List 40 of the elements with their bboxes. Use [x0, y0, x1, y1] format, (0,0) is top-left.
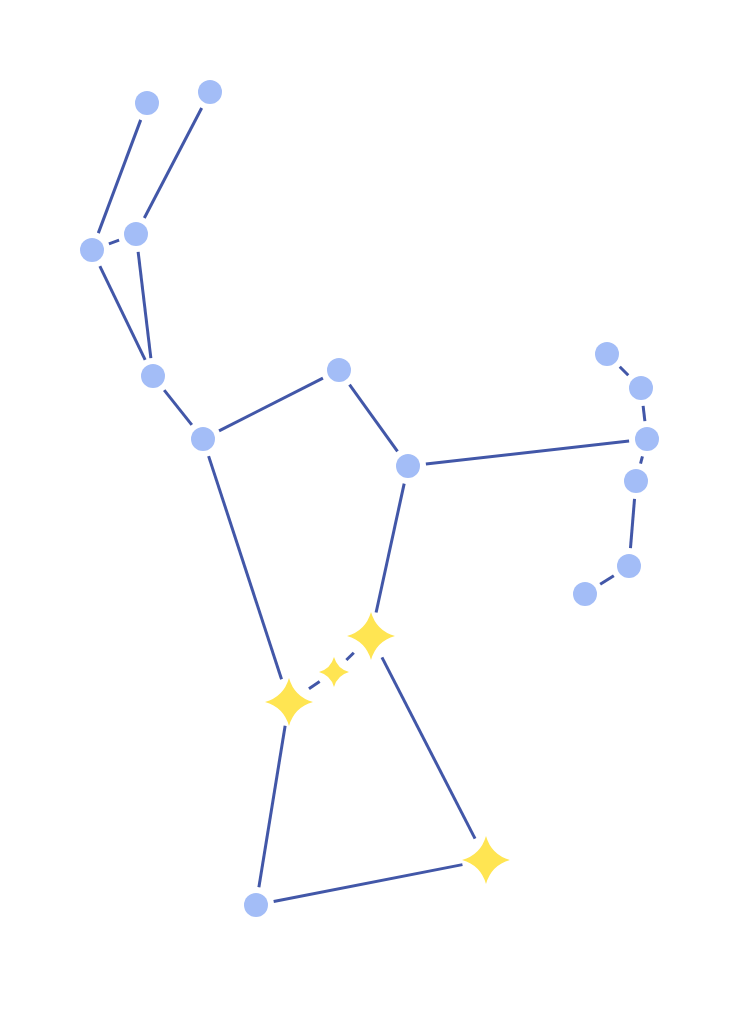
circle-node [244, 893, 268, 917]
star-node [265, 678, 313, 726]
constellation-line [639, 456, 644, 464]
constellation-line [163, 389, 193, 426]
constellation-line [629, 498, 636, 549]
circle-node [595, 342, 619, 366]
constellation-line [207, 455, 283, 680]
constellation-line [257, 725, 287, 888]
star-node [319, 657, 349, 687]
circle-node [617, 554, 641, 578]
constellation-line [345, 651, 355, 662]
constellation-line [136, 251, 153, 359]
constellation-line [98, 265, 147, 361]
constellation-line [96, 119, 143, 234]
circle-node [327, 358, 351, 382]
constellation-line [374, 483, 406, 613]
circle-node [573, 582, 597, 606]
circle-node [624, 469, 648, 493]
circle-node [135, 91, 159, 115]
constellation-line [641, 405, 647, 422]
circle-node [635, 427, 659, 451]
circle-node [80, 238, 104, 262]
constellation-line [273, 863, 463, 903]
constellation-line [218, 376, 324, 433]
circle-node [396, 454, 420, 478]
star-node [347, 612, 395, 660]
circle-node [191, 427, 215, 451]
constellation-line [143, 107, 203, 219]
constellation-line [308, 680, 321, 690]
circle-node [198, 80, 222, 104]
constellation-line [425, 439, 630, 466]
star-node [462, 836, 510, 884]
constellation-line [380, 656, 477, 840]
constellation-line [618, 365, 630, 377]
circle-node [124, 222, 148, 246]
circle-node [629, 376, 653, 400]
circle-node [141, 364, 165, 388]
constellation-line [108, 238, 120, 246]
constellation-line [599, 574, 615, 586]
constellation-line [348, 383, 399, 453]
